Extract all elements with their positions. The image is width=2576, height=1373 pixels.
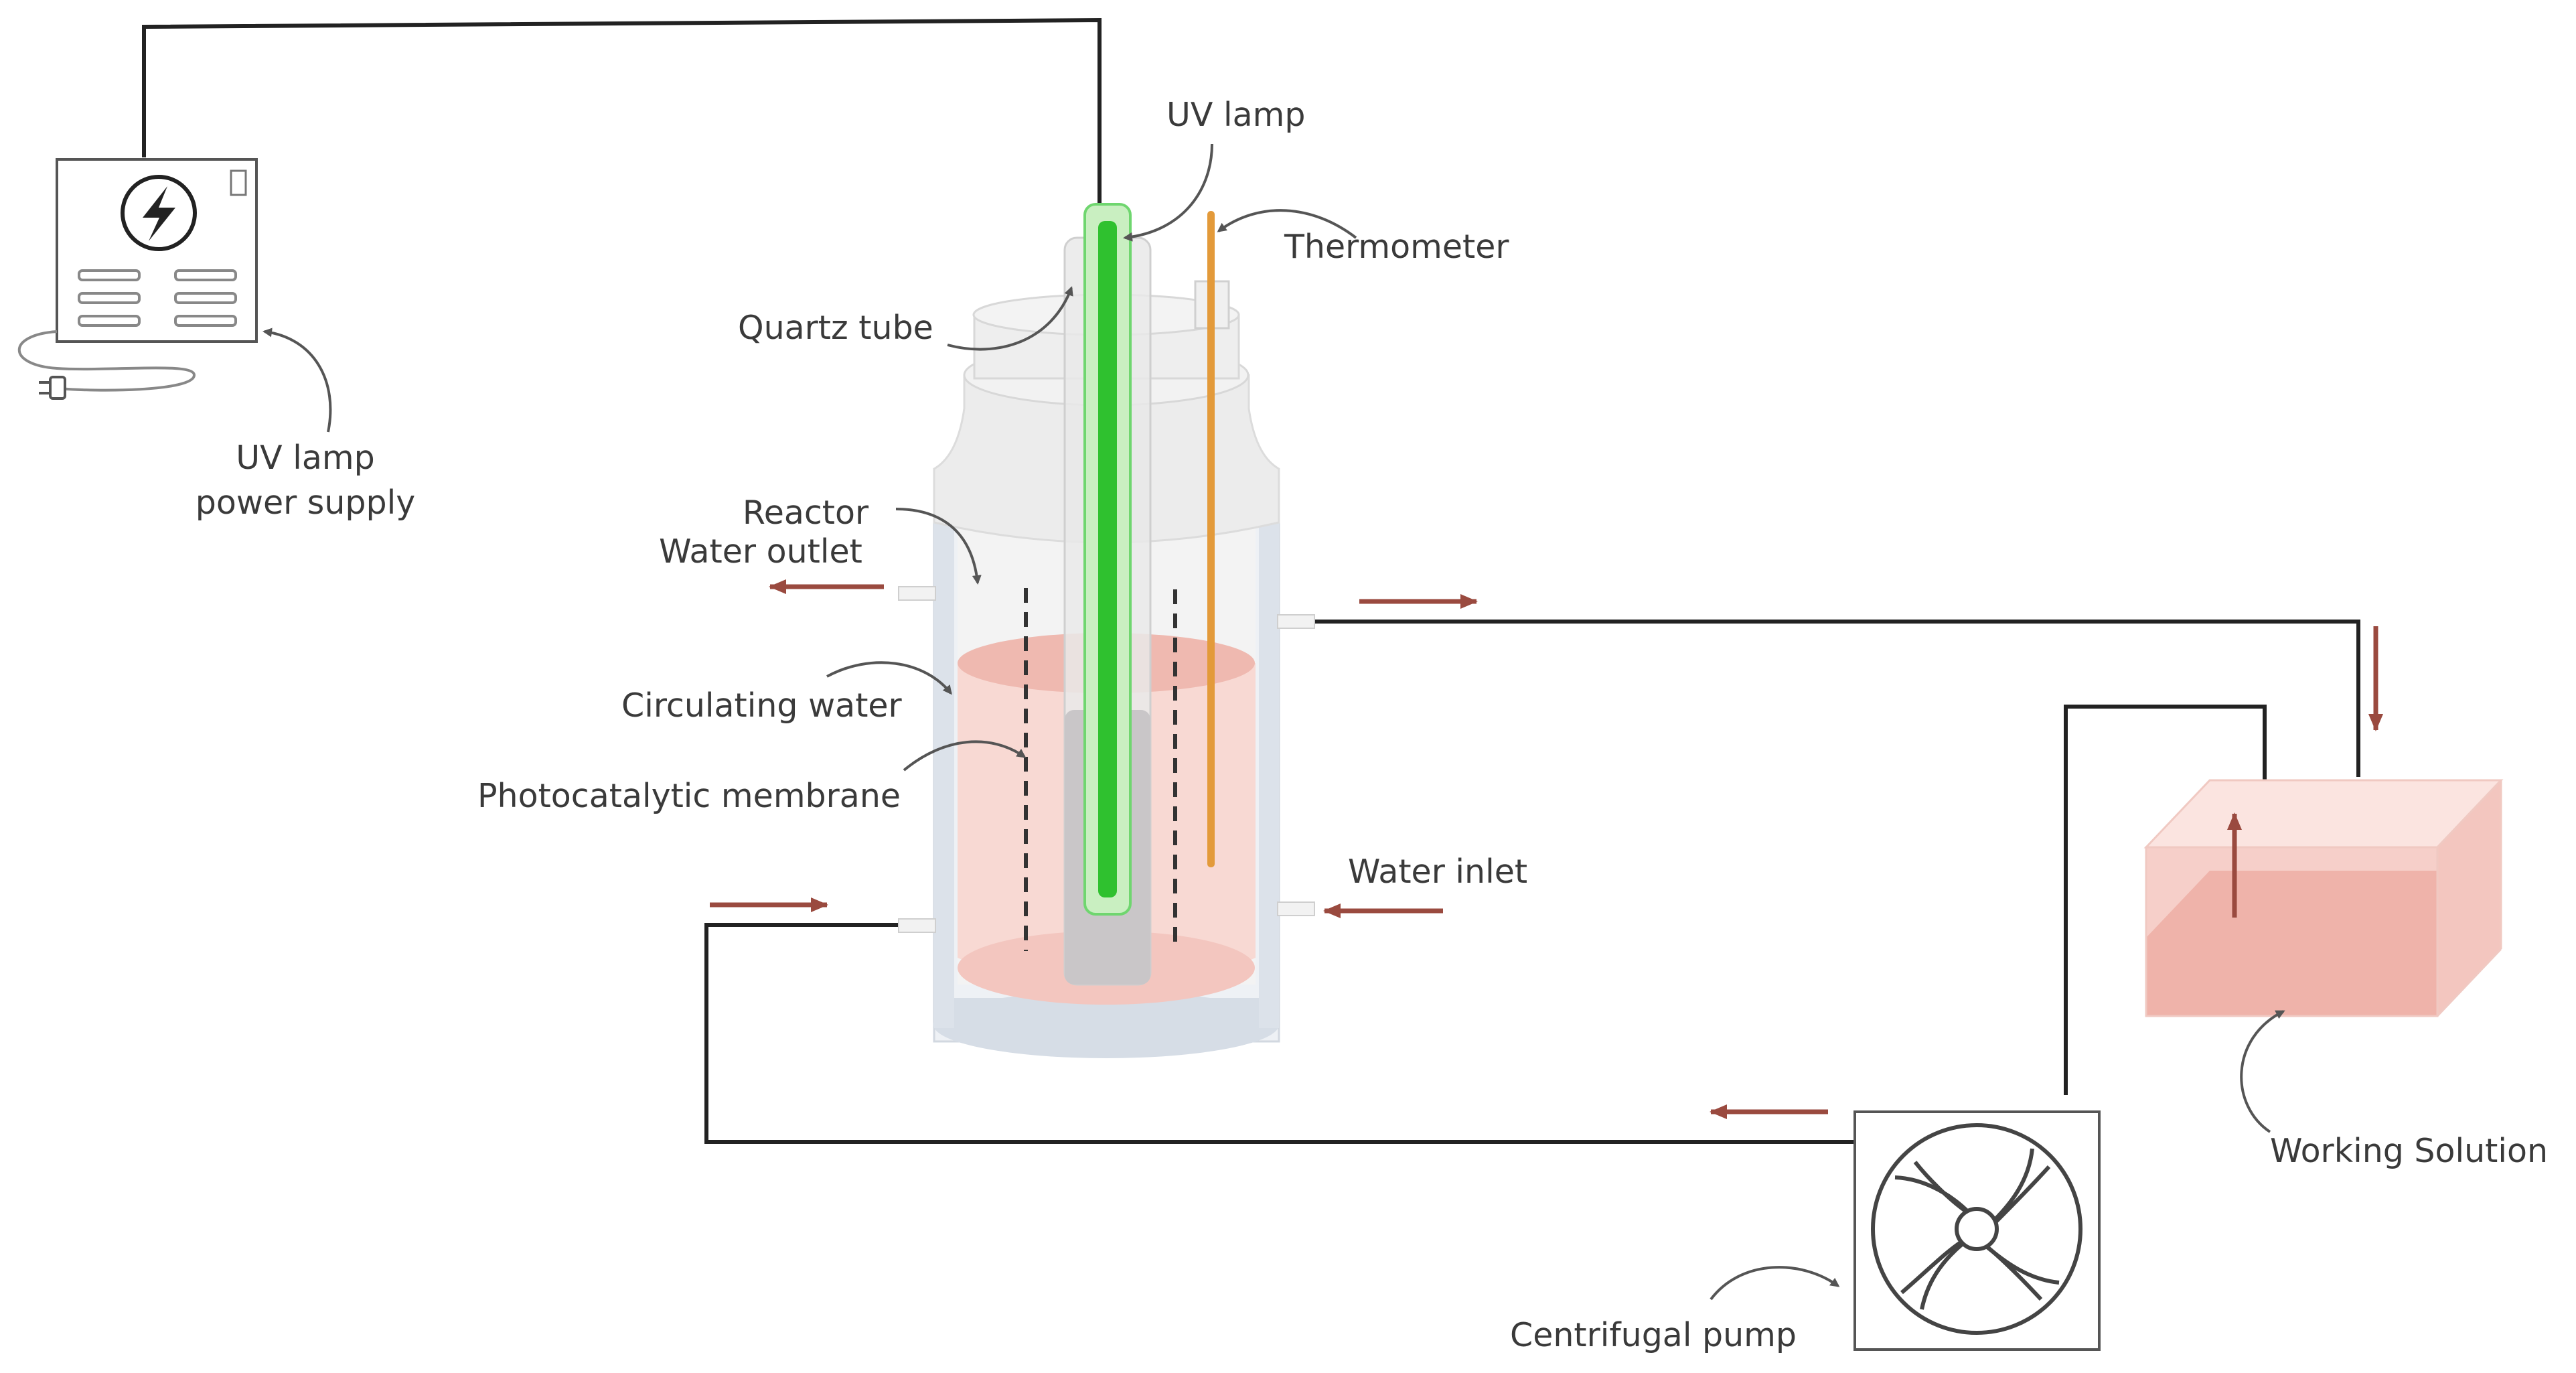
pointer-reactor (895, 508, 982, 585)
pointer-thermometer (1217, 209, 1357, 239)
label-water-outlet: Water outlet (659, 532, 862, 571)
lightning-bolt-icon (121, 175, 197, 251)
pointer-centrifugal-pump (1710, 1266, 1840, 1301)
power-plug-icon (39, 376, 66, 400)
labels: UV lamp Thermometer Quartz tube UV lamp … (196, 96, 2548, 1354)
inlet-tube (704, 923, 1855, 1144)
pointer-circulating-water (826, 661, 952, 695)
label-reactor: Reactor (743, 494, 869, 532)
working-solution-tank (2143, 779, 2504, 1017)
plug-cord (17, 330, 196, 392)
centrifugal-pump (1853, 1110, 2101, 1351)
photocatalytic-membrane (1024, 588, 1177, 951)
pointer-photocatalytic-membrane (903, 740, 1027, 772)
label-water-inlet: Water inlet (1348, 853, 1527, 891)
pointer-power-supply (262, 328, 332, 433)
label-centrifugal-pump: Centrifugal pump (1510, 1316, 1797, 1354)
jacket-inlet-port (898, 918, 936, 933)
wiring (142, 17, 2360, 1144)
label-quartz-tube: Quartz tube (738, 309, 933, 347)
label-working-solution: Working Solution (2270, 1132, 2548, 1170)
outlet-tube (1312, 620, 2360, 777)
pointer-uv-lamp (1123, 143, 1213, 242)
power-cable (142, 17, 1102, 221)
pointer-quartz-tube (947, 286, 1073, 351)
label-uv-lamp: UV lamp (1166, 96, 1305, 134)
label-power-supply-line2: power supply (196, 484, 415, 522)
water-outlet-port (898, 586, 936, 601)
reactor (898, 203, 1315, 1058)
label-photocatalytic-membrane: Photocatalytic membrane (477, 777, 901, 815)
flow-arrows (710, 579, 2383, 1119)
callout-arrows (262, 143, 2285, 1301)
uv-power-supply (17, 158, 258, 400)
jacket-outlet-port (1277, 614, 1315, 629)
label-power-supply-line1: UV lamp (236, 439, 374, 477)
label-circulating-water: Circulating water (621, 686, 903, 725)
water-inlet-port (1277, 901, 1315, 916)
thermometer (1207, 211, 1215, 867)
label-thermometer: Thermometer (1284, 228, 1509, 266)
pointer-working-solution (2240, 1010, 2285, 1133)
impeller-fan-icon (1871, 1123, 2082, 1335)
